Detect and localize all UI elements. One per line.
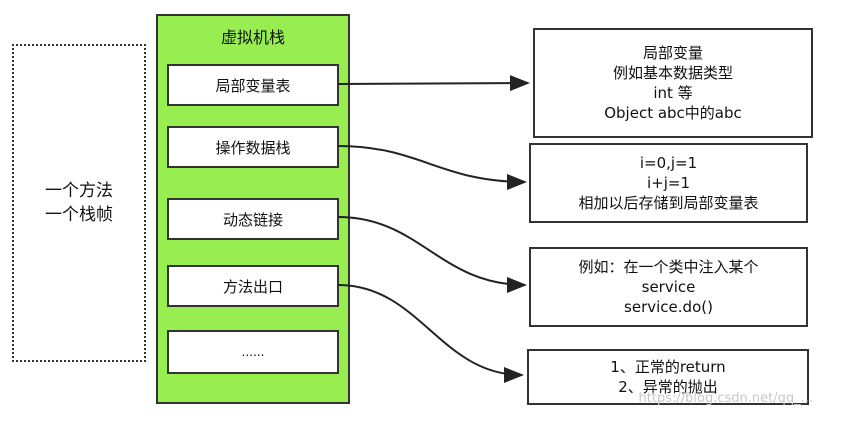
note-operand-line-3: 相加以后存储到局部变量表 (578, 194, 759, 212)
note-dynamic-line-2: service (641, 278, 696, 296)
arrow-operand-stack (337, 145, 527, 190)
slot-local-variable-table: 局部变量表 (167, 64, 339, 106)
frame-label-2: 一个栈帧 (45, 205, 113, 225)
stack-title: 虚拟机栈 (220, 28, 285, 47)
arrow-dynamic-linking (337, 216, 527, 293)
arrow-method-exit (337, 284, 524, 383)
note-local-variables: 局部变量 例如基本数据类型 int 等 Object abc中的abc (533, 28, 813, 138)
note-locals-line-4: Object abc中的abc (604, 104, 742, 122)
watermark: https://blog.csdn.net/qq_... (638, 391, 813, 406)
note-locals-line-1: 局部变量 (642, 44, 703, 62)
stack-frame-box: 一个方法 一个栈帧 (12, 44, 146, 362)
slot-dynamic-linking: 动态链接 (167, 198, 339, 240)
note-method-exit: 1、正常的return 2、异常的抛出 (527, 349, 809, 405)
slot-operand-stack: 操作数据栈 (167, 126, 339, 168)
frame-label-1: 一个方法 (45, 181, 113, 201)
note-operand-line-2: i+j=1 (646, 174, 690, 192)
note-locals-line-2: 例如基本数据类型 (612, 64, 733, 82)
jvm-stack: 虚拟机栈 局部变量表 操作数据栈 动态链接 方法出口 ...... (156, 14, 350, 404)
note-dynamic-line-1: 例如：在一个类中注入某个 (578, 258, 759, 276)
slot-method-exit: 方法出口 (167, 265, 339, 307)
slot-ellipsis: ...... (167, 330, 339, 374)
note-exit-line-1: 1、正常的return (610, 358, 726, 376)
note-operand-stack: i=0,j=1 i+j=1 相加以后存储到局部变量表 (529, 143, 808, 223)
note-locals-line-3: int 等 (653, 84, 693, 102)
note-operand-line-1: i=0,j=1 (639, 154, 698, 172)
note-dynamic-linking: 例如：在一个类中注入某个 service service.do() (529, 247, 808, 327)
note-exit-line-2: 2、异常的抛出 (618, 378, 718, 396)
arrow-local-variables (337, 75, 530, 92)
note-dynamic-line-3: service.do() (624, 298, 713, 316)
